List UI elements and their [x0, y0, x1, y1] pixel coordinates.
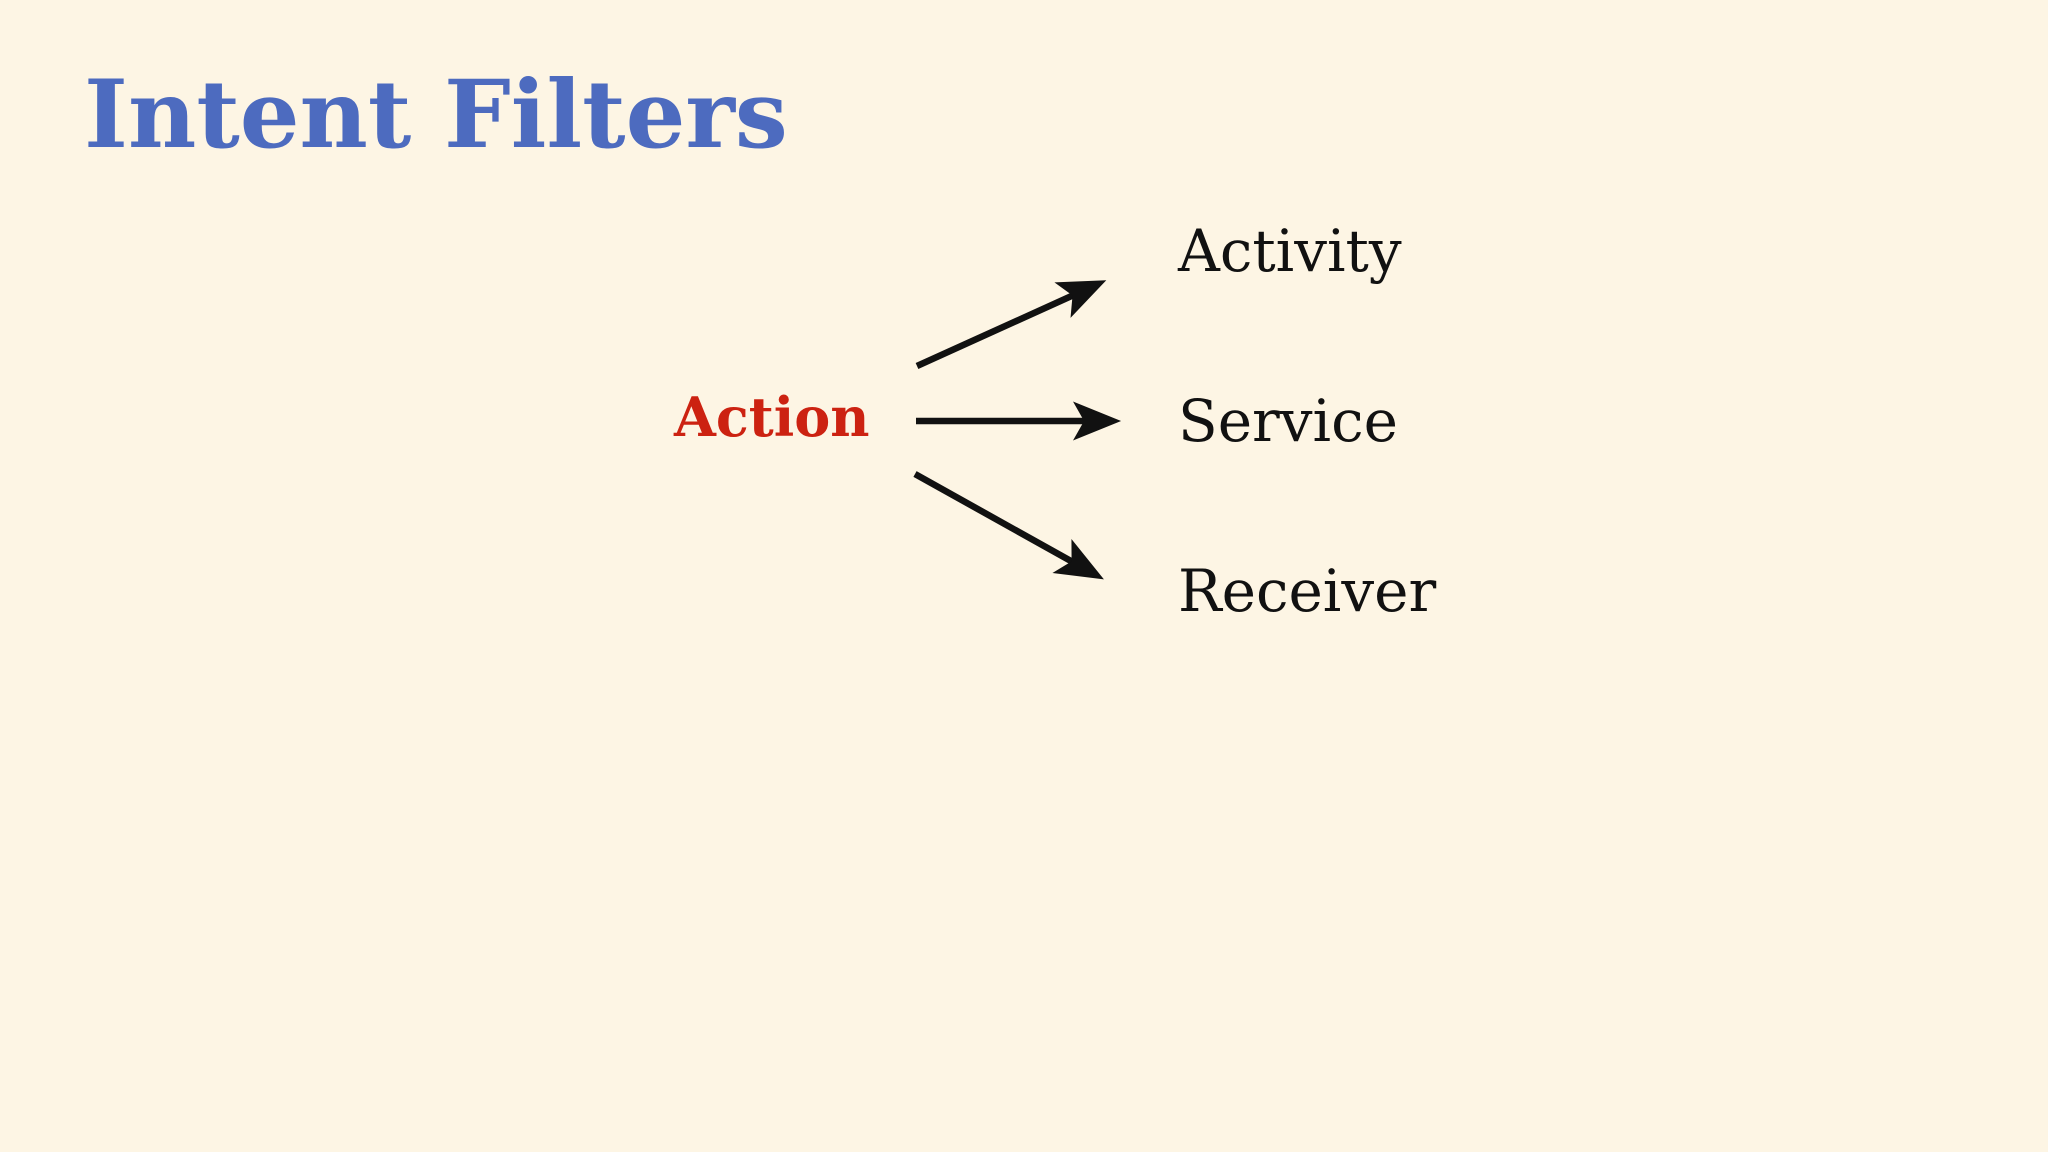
- diagram-node-activity: Activity: [1178, 217, 1402, 285]
- diagram-node-action: Action: [674, 385, 870, 449]
- arrow-action-to-receiver: [913, 471, 1104, 580]
- diagram-node-service: Service: [1178, 387, 1398, 455]
- arrow-action-to-activity: [915, 280, 1107, 369]
- page-title: Intent Filters: [84, 60, 788, 170]
- diagram-node-receiver: Receiver: [1178, 557, 1437, 625]
